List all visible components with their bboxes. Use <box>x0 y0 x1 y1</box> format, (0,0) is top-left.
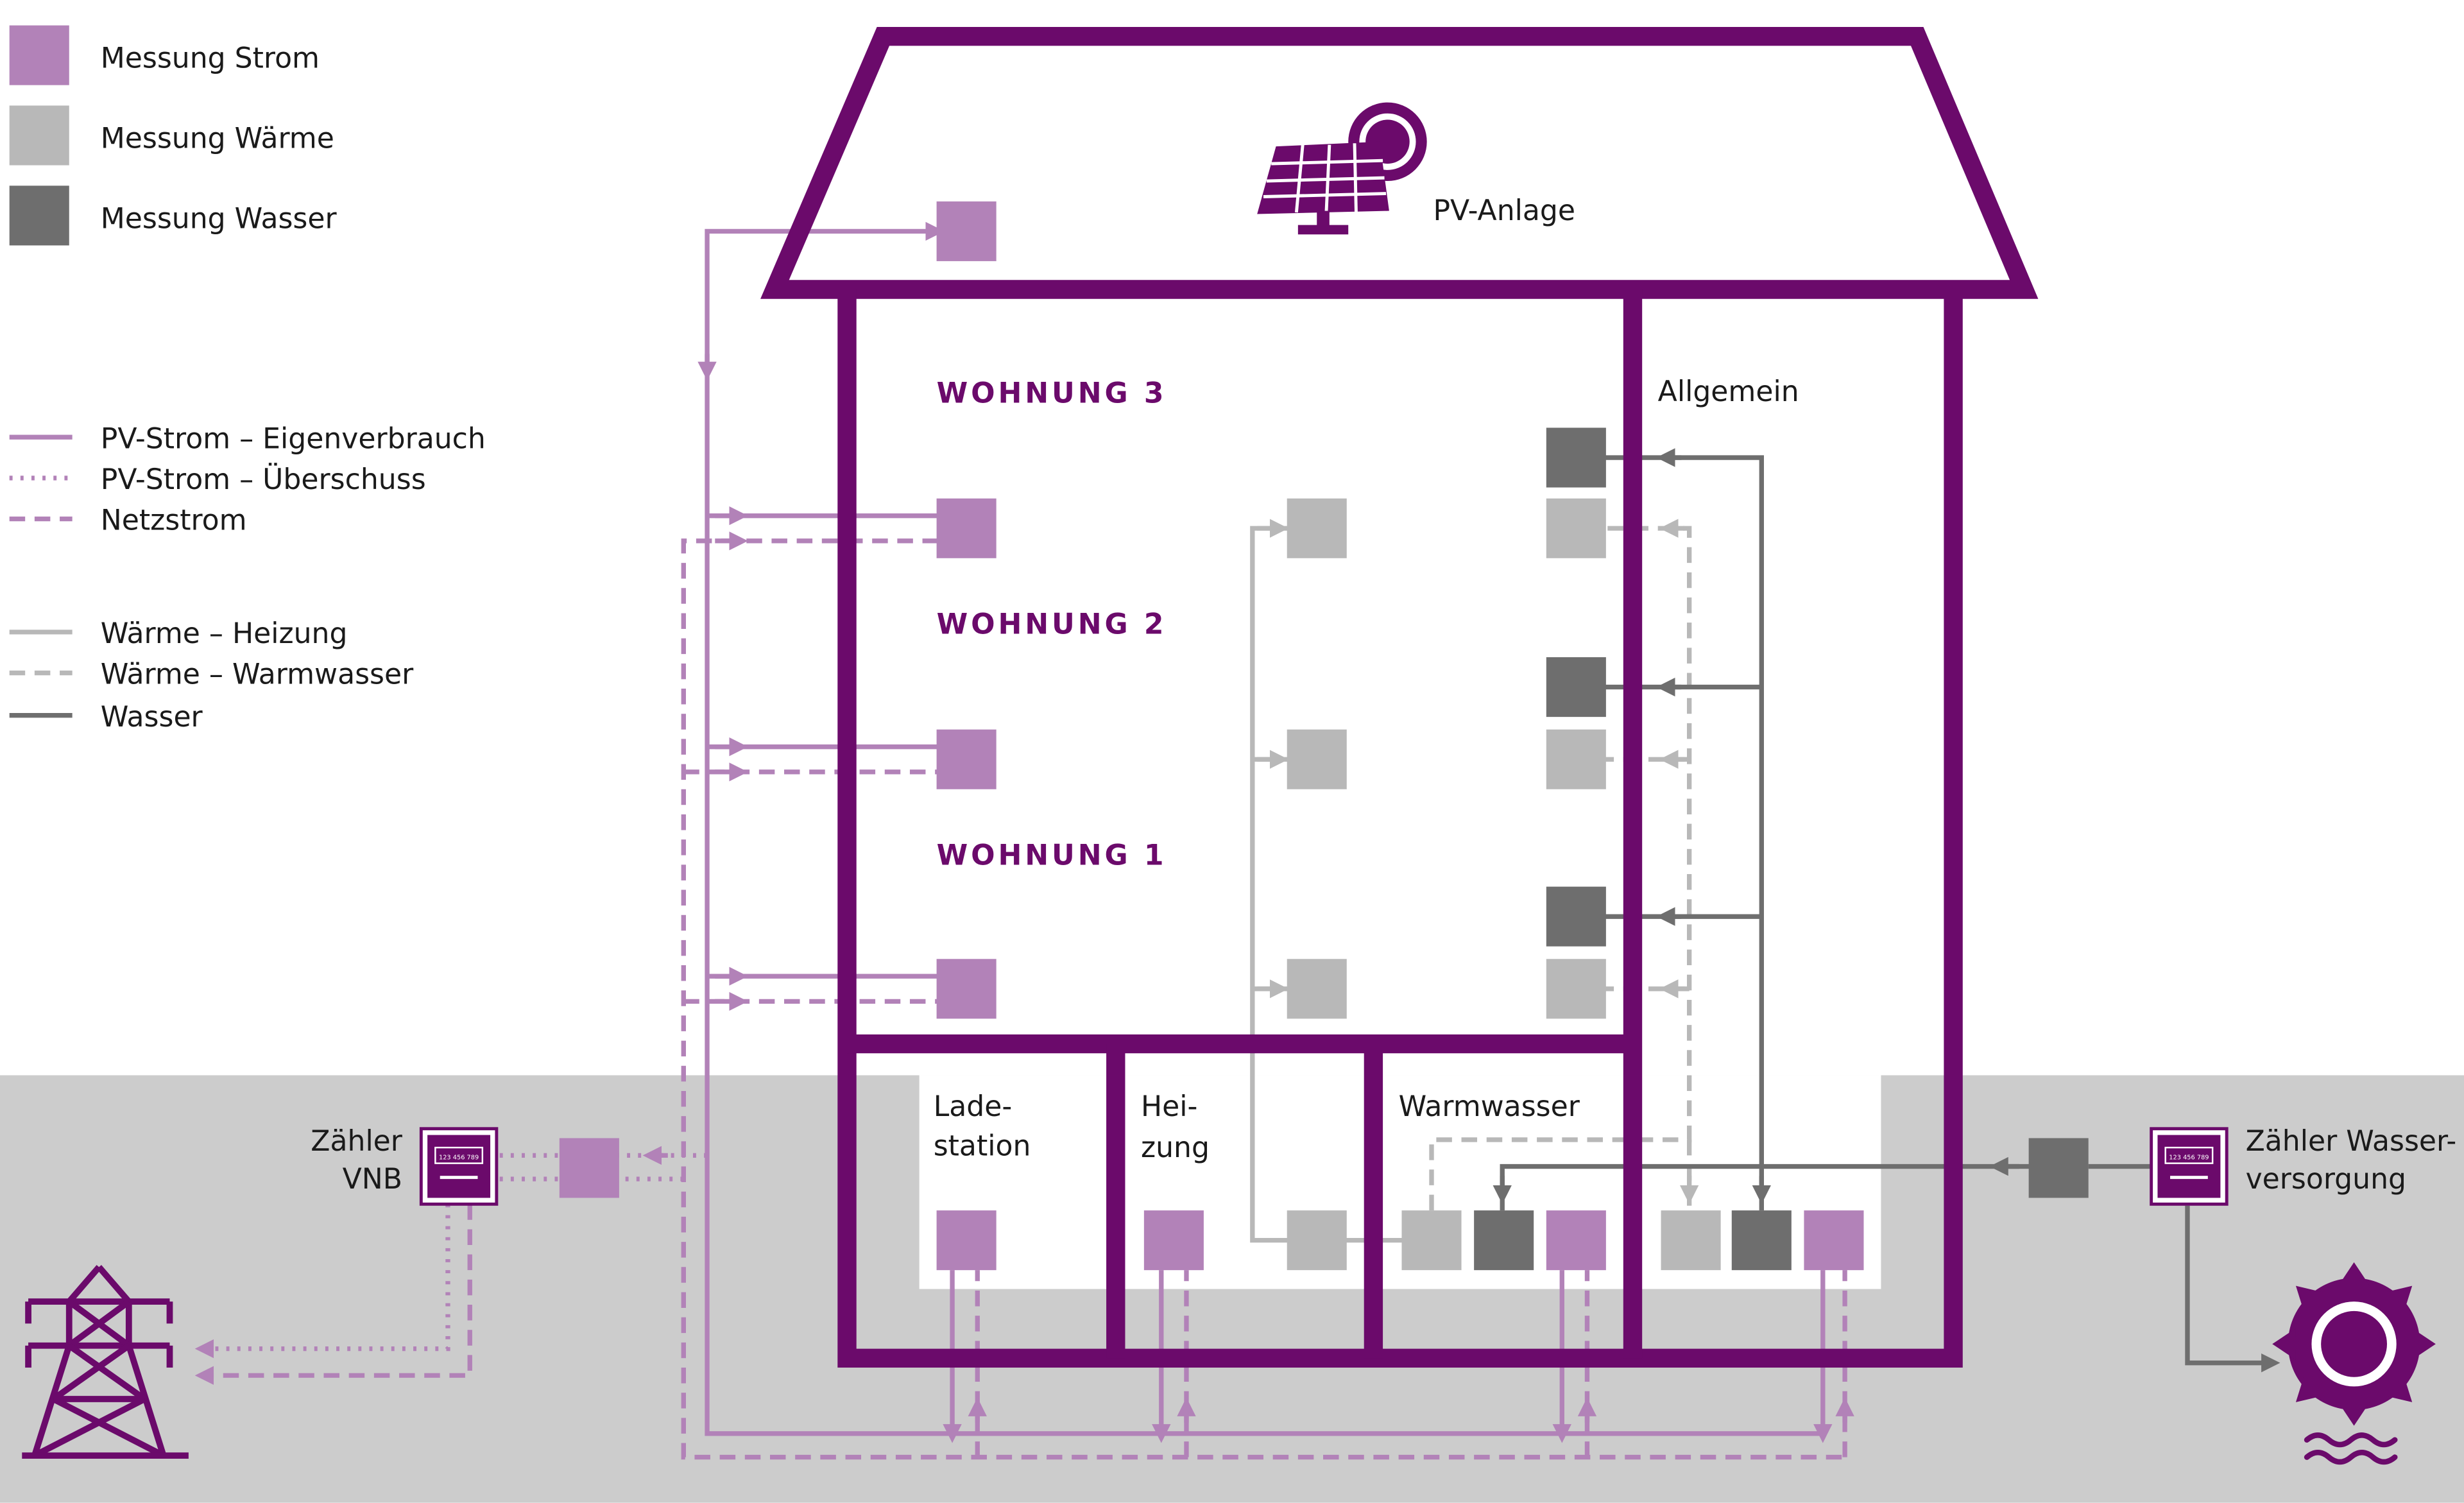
meter-boxes <box>559 201 2089 1271</box>
meter-strom-w3 <box>936 498 997 558</box>
meter-waerme-heizung <box>1287 1210 1347 1271</box>
meter-warmwasser-w2 <box>1546 729 1606 789</box>
legend-label-wasser-line: Wasser <box>101 701 203 734</box>
ladestation-label-1: Lade- <box>934 1090 1013 1123</box>
legend-label-heizung: Wärme – Heizung <box>101 617 348 650</box>
wohnung-2-label: WOHNUNG 2 <box>937 608 1167 640</box>
ladestation-label-2: station <box>934 1129 1031 1162</box>
water-supply-icon <box>2272 1262 2436 1465</box>
pv-main-line <box>705 221 1823 1436</box>
water-supply-line <box>2185 1205 2280 1373</box>
zaehler-wasser-label-1: Zähler Wasser- <box>2246 1125 2457 1158</box>
meter-wasser-w2 <box>1546 657 1606 717</box>
water-meter-display: 123 456 789 <box>2169 1155 2209 1162</box>
meter-waerme-warmwasser <box>1401 1210 1462 1271</box>
house-roof <box>760 27 2039 299</box>
legend-swatch-wasser <box>9 185 69 246</box>
meter-warmwasser-w3 <box>1546 498 1606 558</box>
water-meter-icon: 123 456 789 <box>2150 1127 2229 1206</box>
electric-meter-display: 123 456 789 <box>439 1155 479 1162</box>
zaehler-vnb-label-1: Zähler <box>311 1125 403 1158</box>
zaehler-vnb-label-2: VNB <box>343 1163 402 1196</box>
solar-panel-icon <box>1257 102 1427 235</box>
meter-strom-ladestation <box>936 1210 997 1271</box>
legend-swatch-strom <box>9 25 69 85</box>
house <box>760 27 2039 1368</box>
meter-strom-netz <box>559 1138 619 1198</box>
power-pylon-icon <box>22 1265 189 1459</box>
surplus-to-grid <box>194 1204 450 1359</box>
legend-label-warmwasser: Wärme – Warmwasser <box>101 658 414 691</box>
meter-wasser-warmwasser <box>1474 1210 1534 1271</box>
meter-warmwasser-w1 <box>1546 959 1606 1019</box>
legend-label-pv-ueberschuss: PV-Strom – Überschuss <box>101 463 426 496</box>
legend: Messung Strom Messung Wärme Messung Wass… <box>9 25 486 734</box>
legend-label-waerme: Messung Wärme <box>101 123 334 155</box>
meter-strom-allgemein <box>1804 1210 1864 1271</box>
heizung-label-1: Hei- <box>1141 1090 1197 1123</box>
warmwasser-label: Warmwasser <box>1399 1090 1580 1123</box>
meter-strom-w1 <box>936 959 997 1019</box>
meter-waerme-w3 <box>1287 498 1347 558</box>
legend-label-wasser: Messung Wasser <box>101 202 338 235</box>
heizung-label-2: zung <box>1141 1131 1210 1164</box>
legend-label-pv-eigen: PV-Strom – Eigenverbrauch <box>101 422 486 455</box>
electric-meter-icon: 123 456 789 <box>419 1127 499 1206</box>
house-walls <box>837 289 1963 1368</box>
legend-label-strom: Messung Strom <box>101 42 320 75</box>
allgemein-label: Allgemein <box>1658 375 1799 408</box>
pv-anlage-label: PV-Anlage <box>1433 194 1575 227</box>
meter-strom-heizung <box>1143 1210 1204 1271</box>
wohnung-3-label: WOHNUNG 3 <box>937 377 1167 409</box>
meter-wasser-allgemein <box>1731 1210 1792 1271</box>
flow-lines <box>194 221 2280 1460</box>
meter-wasser-w3 <box>1546 427 1606 488</box>
meter-strom-w2 <box>936 729 997 789</box>
meter-waerme-w2 <box>1287 729 1347 789</box>
legend-swatch-waerme <box>9 105 69 166</box>
grid-from-meter <box>194 1204 472 1385</box>
meter-wasser-hausanschluss <box>2028 1138 2089 1198</box>
meter-strom-pv <box>936 201 997 261</box>
legend-label-netzstrom: Netzstrom <box>101 504 247 537</box>
meter-wasser-w1 <box>1546 886 1606 947</box>
zaehler-wasser-label-2: versorgung <box>2246 1163 2406 1196</box>
meter-strom-warmwasser <box>1546 1210 1606 1271</box>
meter-waerme-w1 <box>1287 959 1347 1019</box>
wohnung-1-label: WOHNUNG 1 <box>937 839 1167 872</box>
meter-waerme-allgemein <box>1661 1210 1721 1271</box>
